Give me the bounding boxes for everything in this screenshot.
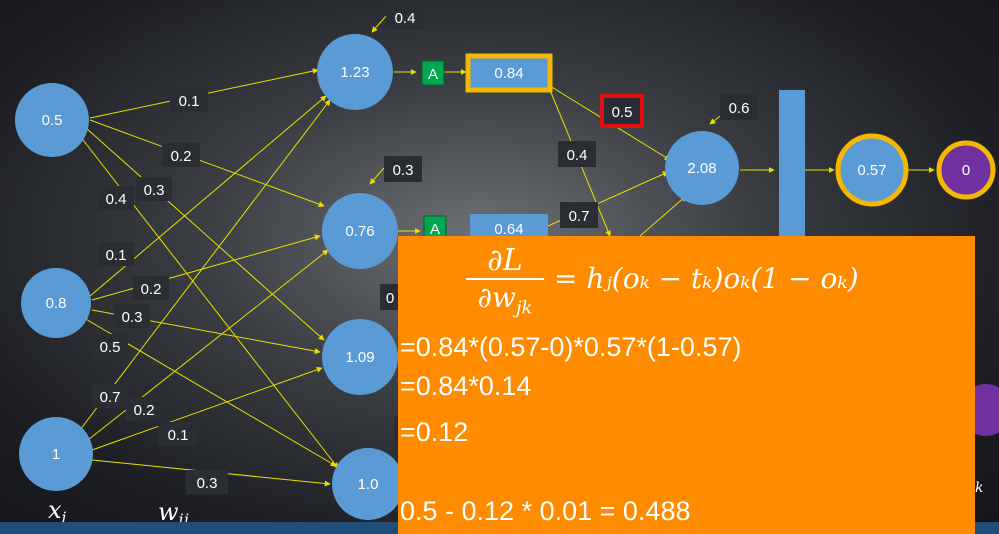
target-value: 0	[962, 162, 970, 179]
output-weight-labels: 0.5 0.4 0.7	[558, 94, 644, 228]
weight-label: 0.1	[168, 427, 189, 444]
hidden-node	[332, 448, 404, 520]
activation-label: A	[428, 66, 438, 83]
bias-label: 0.3	[393, 162, 414, 179]
nodes: 0.5 0.8 1 1.23 0.76 1.09 1.0 2.08 0.57 0	[15, 34, 999, 520]
input-node-value: 1	[52, 446, 60, 463]
hidden-node-value: 1.09	[345, 349, 374, 366]
weight-label: 0.4	[106, 191, 127, 208]
weight-label: 0.2	[134, 402, 155, 419]
axis-labels: xi wij k	[48, 480, 983, 529]
weight-label: 0.2	[141, 281, 162, 298]
selected-weight-box	[600, 94, 644, 128]
hidden-node	[317, 34, 393, 110]
input-node	[19, 417, 93, 491]
formula-panel: ∂L ∂wjk = hⱼ(oₖ − tₖ)oₖ(1 − oₖ) =0.84*(0…	[398, 236, 975, 534]
weight-label: 0.5	[100, 339, 121, 356]
input-node	[15, 83, 89, 157]
edge	[91, 234, 321, 301]
weight-label: 0.7	[569, 208, 590, 225]
derivative-rhs: = hⱼ(oₖ − tₖ)oₖ(1 − oₖ)	[554, 262, 859, 295]
highlighted-output-box	[465, 53, 553, 93]
formula-line-2: =0.84*0.14	[400, 371, 532, 401]
hidden-output-value: 0.64	[494, 221, 523, 238]
hidden-node-value: 1.0	[358, 476, 379, 493]
output-activation-node	[835, 133, 909, 207]
bias-label: 0.6	[729, 100, 750, 117]
weight-label: 0.5	[612, 104, 633, 121]
weight-label: 0.1	[179, 93, 200, 110]
derivative-denominator: ∂wjk	[477, 281, 533, 319]
weight-label: 0.1	[106, 247, 127, 264]
output-sum-node	[665, 131, 739, 205]
input-node-value: 0.8	[46, 295, 67, 312]
edge	[371, 15, 387, 33]
edge	[79, 99, 331, 431]
edge	[89, 119, 325, 208]
wij-label: wij	[158, 498, 189, 529]
input-weight-labels: 0.1 0.2 0.4 0.3 0.1 0.2 0.3 0.5 0.7 0.2 …	[92, 88, 228, 494]
weight-label: 0.4	[567, 147, 588, 164]
bias-label: 0.4	[395, 10, 416, 27]
hidden-node-value: 0.76	[345, 223, 374, 240]
output-layer-bar	[779, 90, 805, 242]
target-node	[936, 140, 996, 200]
formula-line-1: =0.84*(0.57-0)*0.57*(1-0.57)	[400, 332, 742, 362]
hidden-node	[322, 193, 398, 269]
hidden-output-value: 0.84	[494, 65, 523, 82]
edge	[91, 366, 323, 451]
hidden-output-boxes: 0.84 0.64	[465, 53, 553, 242]
edge	[369, 167, 385, 185]
edge	[79, 135, 339, 469]
edge	[85, 127, 325, 341]
weight-label: 0.7	[100, 389, 121, 406]
edge	[639, 195, 687, 237]
input-node-value: 0.5	[42, 112, 63, 129]
xi-label: xi	[48, 496, 67, 527]
output-activation-value: 0.57	[857, 162, 886, 179]
k-partial-label: k	[975, 480, 983, 496]
weight-label: 0.3	[197, 475, 218, 492]
activation-boxes: A A	[421, 60, 447, 241]
bias-labels: 0.4 0.3 0 0.6	[380, 4, 758, 442]
bias-label: 0	[386, 290, 394, 307]
hidden-node	[322, 319, 398, 395]
formula-line-4: 0.5 - 0.12 * 0.01 = 0.488	[400, 496, 691, 526]
hidden-node-value: 1.23	[340, 64, 369, 81]
weight-label: 0.3	[122, 309, 143, 326]
weight-label: 0.2	[171, 148, 192, 165]
input-node	[21, 268, 91, 338]
output-edges	[369, 15, 935, 237]
derivative-fraction: ∂L ∂wjk	[466, 244, 544, 327]
weight-label: 0.3	[144, 182, 165, 199]
formula-line-3: =0.12	[400, 417, 469, 447]
derivative-numerator: ∂L	[466, 244, 544, 280]
input-hidden-edges	[79, 68, 339, 487]
activation-label: A	[430, 221, 440, 238]
output-sum-value: 2.08	[687, 160, 716, 177]
